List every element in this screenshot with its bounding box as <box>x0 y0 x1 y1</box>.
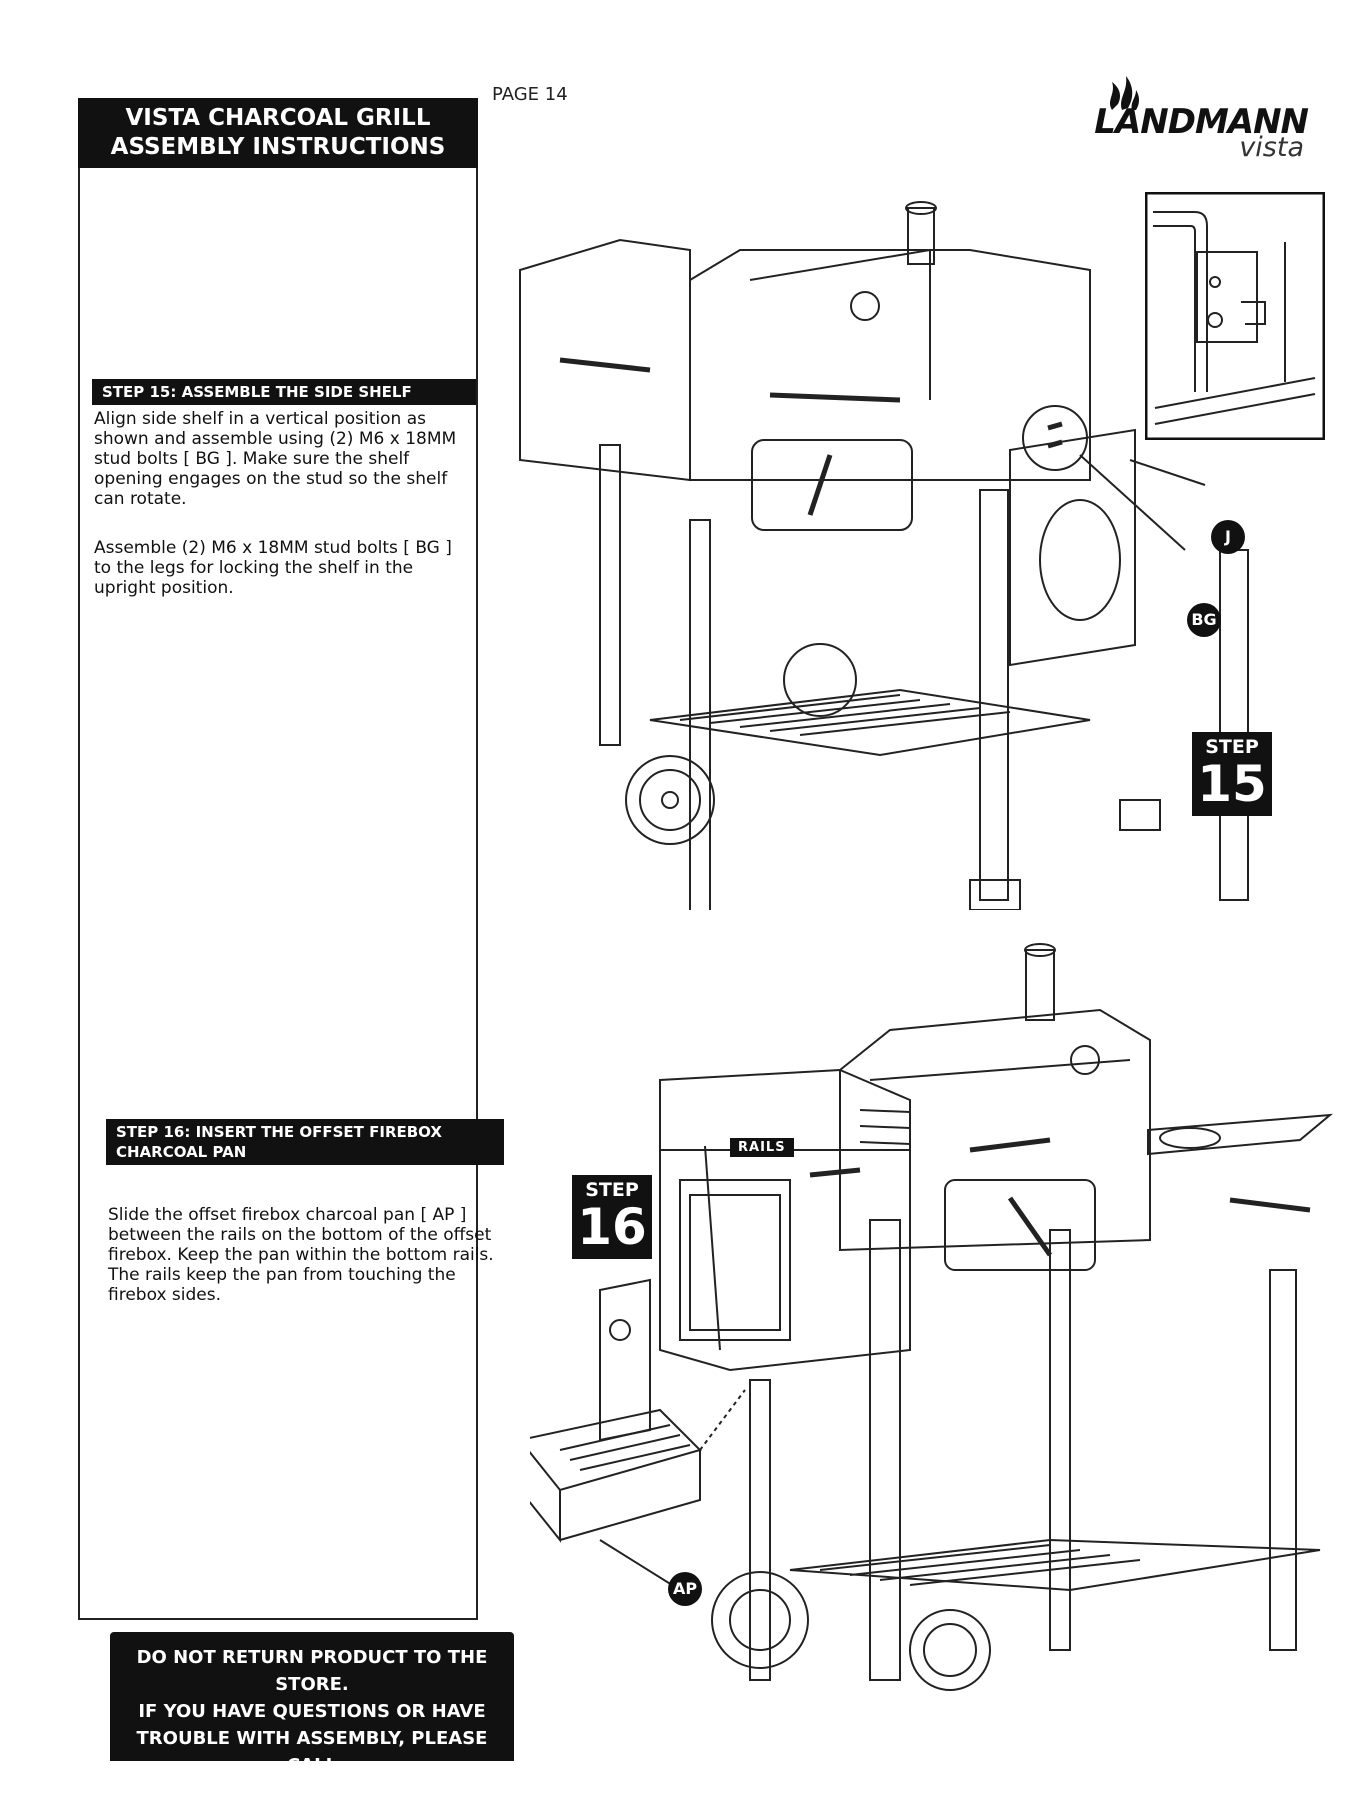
step15-badge-number: 15 <box>1197 755 1267 813</box>
callout-j: J <box>1211 520 1245 554</box>
shelf-bracket-detail <box>1145 192 1325 440</box>
notice-line-3: TROUBLE WITH ASSEMBLY, PLEASE CALL <box>136 1728 488 1776</box>
page-number: PAGE 14 <box>492 84 568 105</box>
support-notice: DO NOT RETURN PRODUCT TO THE STORE. IF Y… <box>110 1632 514 1803</box>
step16-header-line-1: STEP 16: INSERT THE OFFSET FIREBOX <box>116 1123 442 1141</box>
notice-line-1: DO NOT RETURN PRODUCT TO THE STORE. <box>136 1647 488 1695</box>
rails-label: RAILS <box>730 1138 794 1157</box>
step16-header-line-2: CHARCOAL PAN <box>116 1143 247 1161</box>
notice-line-2: IF YOU HAVE QUESTIONS OR HAVE <box>138 1701 486 1722</box>
grill-side-shelf-illustration <box>519 201 1249 910</box>
step15-badge: STEP 15 <box>1192 732 1272 816</box>
step16-paragraph-1: Slide the offset firebox charcoal pan [ … <box>108 1205 494 1305</box>
step15-header: STEP 15: ASSEMBLE THE SIDE SHELF <box>92 379 476 405</box>
instructions-panel <box>78 168 478 1620</box>
title-line-1: VISTA CHARCOAL GRILL <box>125 105 431 131</box>
step16-badge: STEP 16 <box>572 1175 652 1259</box>
landmann-logo: LANDMANN vista <box>1062 70 1332 166</box>
step16-header: STEP 16: INSERT THE OFFSET FIREBOX CHARC… <box>106 1119 504 1165</box>
logo-brand: LANDMANN <box>1094 102 1309 142</box>
title-banner: VISTA CHARCOAL GRILL ASSEMBLY INSTRUCTIO… <box>78 98 478 168</box>
step15-paragraph-2: Assemble (2) M6 x 18MM stud bolts [ BG ]… <box>94 538 452 598</box>
flame-icon <box>1110 76 1139 110</box>
notice-line-4: 1-877-347-4557 FOR ASSISTANCE. <box>139 1782 485 1803</box>
step16-badge-label: STEP <box>585 1179 639 1201</box>
callout-ap: AP <box>668 1572 702 1606</box>
title-line-2: ASSEMBLY INSTRUCTIONS <box>110 134 446 160</box>
callout-bg: BG <box>1187 603 1221 637</box>
step16-badge-number: 16 <box>577 1198 647 1256</box>
grill-offset-firebox-illustration <box>530 943 1334 1691</box>
logo-sub: vista <box>1239 132 1304 163</box>
step15-badge-label: STEP <box>1205 736 1259 758</box>
step15-paragraph-1: Align side shelf in a vertical position … <box>94 409 457 509</box>
